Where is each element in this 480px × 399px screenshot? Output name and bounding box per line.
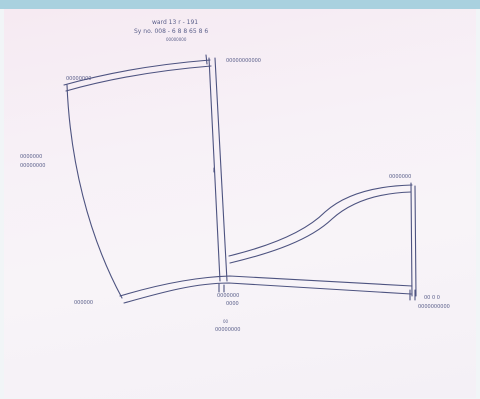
bottom-boundary-outer	[119, 275, 413, 297]
right-boundary-outer	[410, 182, 413, 297]
label-bottom-center-2: 0000	[226, 301, 239, 307]
label-top-left: 00000000	[66, 76, 91, 82]
top-bar	[0, 0, 480, 9]
label-bottom-center-1: 0000000	[217, 293, 239, 299]
label-bottom-right-2: 0000000000	[418, 304, 450, 310]
label-top-right: 00000000000	[226, 58, 261, 64]
right-boundary-inner	[414, 185, 417, 297]
label-left-side-1: 0000000	[20, 154, 42, 160]
center-road-right	[214, 57, 228, 282]
bottom-boundary-inner	[123, 282, 412, 304]
left-boundary-line	[66, 84, 123, 299]
label-bottom-right-1: 00 0 0	[424, 295, 440, 301]
paper-sheet	[4, 9, 476, 398]
curve-road-lower	[229, 191, 412, 264]
header-line-2: Sy no. 008 - 6 8 8 65 8 6	[134, 28, 208, 35]
top-boundary-inner	[65, 65, 212, 92]
header-line-3: 00000000	[166, 37, 187, 42]
label-bottom-left: 000000	[74, 300, 93, 306]
top-boundary-outer	[63, 59, 211, 86]
tick-top-center	[205, 54, 208, 65]
label-below-center-2: 00000000	[215, 327, 240, 333]
header-line-1: ward 13 r - 191	[152, 19, 198, 26]
label-left-side-2: 00000000	[20, 163, 45, 169]
label-below-center-1: 00	[223, 319, 229, 324]
curve-road-upper	[228, 184, 413, 257]
label-right-top: 0000000	[389, 174, 411, 180]
